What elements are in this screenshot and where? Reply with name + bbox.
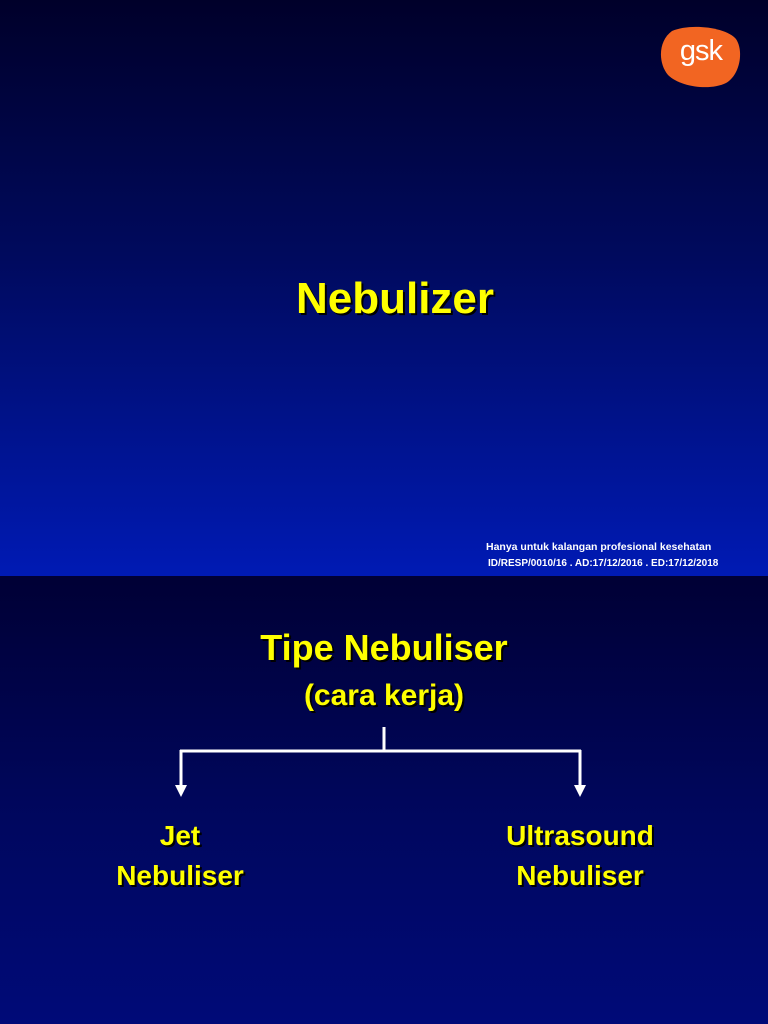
node-ultra-line2: Nebuliser bbox=[516, 860, 644, 891]
diagram-subtitle: (cara kerja) bbox=[303, 679, 465, 712]
diagram-title: Tipe Nebuliser bbox=[260, 627, 508, 668]
right-arrowhead-icon bbox=[574, 785, 586, 797]
disclaimer-text: Hanya untuk kalangan profesional kesehat… bbox=[486, 541, 712, 553]
slide-title: gsk Nebulizer Hanya untuk kalangan profe… bbox=[0, 0, 768, 576]
slide-title-text: Nebulizer bbox=[295, 274, 495, 323]
node-ultra-line1: Ultrasound bbox=[506, 820, 654, 851]
node-jet-line2: Nebuliser bbox=[116, 860, 244, 891]
gsk-logo: gsk bbox=[660, 25, 742, 89]
logo-text: gsk bbox=[679, 35, 723, 67]
slide-nebuliser-types bbox=[0, 576, 768, 1024]
logo-badge-icon bbox=[660, 26, 741, 88]
node-ultrasound-nebuliser: Ultrasound Nebuliser bbox=[470, 816, 690, 896]
node-jet-line1: Jet bbox=[159, 820, 201, 851]
left-arrowhead-icon bbox=[175, 785, 187, 797]
node-jet-nebuliser: Jet Nebuliser bbox=[70, 816, 290, 896]
reference-code-text: ID/RESP/0010/16 . AD:17/12/2016 . ED:17/… bbox=[488, 558, 719, 569]
